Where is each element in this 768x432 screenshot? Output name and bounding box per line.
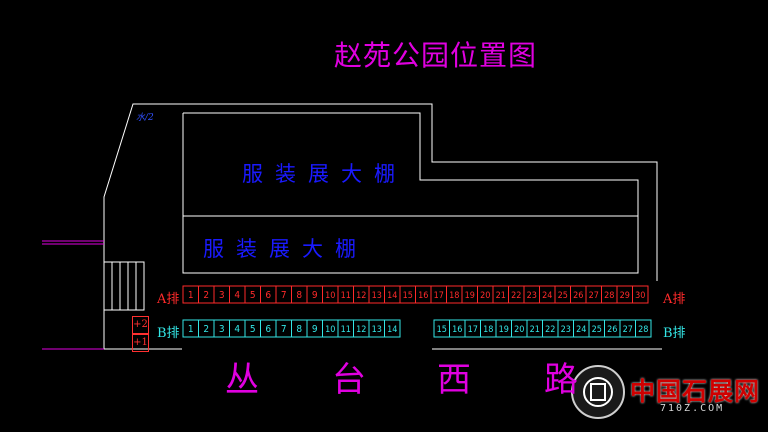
- row-a-stall-number: 4: [234, 290, 240, 301]
- row-a-stall-number: 6: [265, 290, 271, 301]
- row-b-stall-number: 3: [219, 324, 225, 335]
- tent-label-lower: 服装展大棚: [203, 237, 368, 261]
- row-b-stall-number: 17: [468, 325, 478, 335]
- row-b-stall-number: 27: [623, 325, 633, 335]
- row-a-stall-number: 7: [281, 290, 287, 301]
- row-b-stall-number: 4: [234, 324, 240, 335]
- row-a-stall-number: 19: [465, 291, 475, 301]
- row-a-stall-number: 17: [434, 291, 444, 301]
- row-a-stall-number: 26: [573, 291, 583, 301]
- row-b-stall-number: 15: [437, 325, 447, 335]
- row-a-stall-number: 21: [496, 291, 506, 301]
- row-a-stall-number: 25: [558, 291, 568, 301]
- road-char-1: 丛: [225, 360, 259, 400]
- row-b-stall-number: 2: [203, 324, 209, 335]
- row-b-stall-number: 25: [592, 325, 602, 335]
- gate-stairs: [103, 261, 145, 311]
- watermark-seal-inner: [583, 377, 613, 407]
- row-b-stall-number: 12: [356, 325, 366, 335]
- row-a-stall-number: 15: [403, 291, 413, 301]
- row-a-stall-number: 24: [542, 291, 552, 301]
- row-b-stall-number: 10: [325, 325, 335, 335]
- row-a-stall-number: 28: [604, 291, 614, 301]
- side-platform-2: +2: [132, 316, 149, 334]
- row-b-stall-number: 26: [607, 325, 617, 335]
- row-b-stall-box: [635, 319, 652, 338]
- row-a-stall-number: 1: [188, 290, 194, 301]
- watermark-seal-mark: [590, 383, 606, 401]
- watermark-name: 中国石展网: [630, 377, 761, 406]
- row-a-stall-number: 30: [635, 291, 645, 301]
- row-a-stall-number: 16: [418, 291, 428, 301]
- row-b-stall-number: 16: [452, 325, 462, 335]
- row-b-stall-number: 19: [499, 325, 509, 335]
- row-a-stall-number: 27: [589, 291, 599, 301]
- row-b-stall-number: 1: [188, 324, 194, 335]
- row-a-stall-number: 18: [449, 291, 459, 301]
- row-b-stall-number: 23: [561, 325, 571, 335]
- row-a-stall-number: 2: [203, 290, 209, 301]
- row-a-stall-number: 10: [325, 291, 335, 301]
- vertex-label: 水/2: [136, 113, 154, 123]
- page-title: 赵苑公园位置图: [334, 39, 538, 72]
- row-b-stall-box: [384, 319, 401, 338]
- row-b-stall-number: 8: [296, 324, 302, 335]
- row-a-stall-number: 12: [356, 291, 366, 301]
- row-a-stall-number: 11: [341, 291, 351, 301]
- row-b-stall-number: 5: [250, 324, 256, 335]
- row-a-stall-box: [632, 285, 649, 304]
- row-b-stall-number: 7: [281, 324, 287, 335]
- row-a-stall-number: 3: [219, 290, 225, 301]
- row-b-stall-number: 11: [341, 325, 351, 335]
- row-b-stall-number: 28: [638, 325, 648, 335]
- tent-label-upper: 服装展大棚: [242, 162, 407, 186]
- row-b-stall-number: 22: [545, 325, 555, 335]
- row-b-stall-number: 13: [372, 325, 382, 335]
- row-a-label-left: A排: [157, 292, 180, 307]
- watermark-seal: [571, 365, 625, 419]
- road-char-4: 路: [544, 360, 578, 400]
- row-a-stall-number: 5: [250, 290, 256, 301]
- row-b-stall-number: 24: [576, 325, 586, 335]
- park-boundary: [103, 103, 658, 349]
- row-b-stall-number: 14: [387, 325, 397, 335]
- road-char-2: 台: [332, 360, 366, 400]
- watermark-url: 710Z.COM: [660, 403, 725, 414]
- row-a-stall-number: 9: [312, 290, 318, 301]
- row-b-stall-number: 6: [265, 324, 271, 335]
- road-char-3: 西: [437, 360, 471, 400]
- row-b-stall-number: 18: [483, 325, 493, 335]
- side-platform-1: +1: [132, 334, 149, 352]
- row-b-label-right: B排: [663, 326, 686, 341]
- row-b-stalls-group-2: 15 16 17 18 19 20 21 22 23 24 25 26 27 28: [433, 319, 652, 338]
- row-a-stall-number: 22: [511, 291, 521, 301]
- gate-stair-lines: [111, 262, 137, 310]
- row-a-stall-number: 13: [372, 291, 382, 301]
- row-b-stall-number: 21: [530, 325, 540, 335]
- row-a-stall-number: 29: [620, 291, 630, 301]
- row-b-stall-number: 20: [514, 325, 524, 335]
- row-b-label-left: B排: [157, 326, 180, 341]
- row-a-stall-number: 20: [480, 291, 490, 301]
- row-a-stall-number: 23: [527, 291, 537, 301]
- row-a-stall-number: 8: [296, 290, 302, 301]
- row-b-stall-number: 9: [312, 324, 318, 335]
- row-a-label-right: A排: [663, 292, 686, 307]
- tent-building-outline: [182, 112, 639, 274]
- row-a-stall-number: 14: [387, 291, 397, 301]
